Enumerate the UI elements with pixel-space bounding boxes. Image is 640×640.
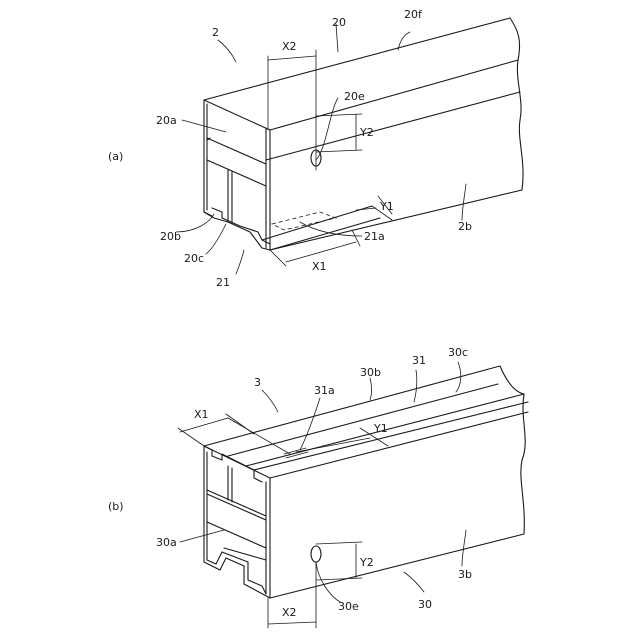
profile-b-break-line	[500, 366, 525, 534]
profile-a-groove-edge	[212, 208, 270, 244]
label-b-dim-x2: X2	[282, 606, 297, 619]
dim-a-x2-line	[268, 56, 316, 60]
profile-b-side-bottom	[270, 534, 524, 598]
leader-b-30e	[316, 562, 340, 602]
panel-a-drawing	[176, 18, 523, 274]
arrow-a-2	[218, 40, 236, 62]
label-b-rail-groove: 30c	[448, 346, 468, 359]
profile-a-web-long	[266, 92, 520, 160]
arrow-b-3	[262, 390, 278, 412]
profile-b-bottom-groove-outer	[212, 558, 270, 598]
panel-b-drawing	[178, 362, 528, 628]
profile-b-web-2	[207, 494, 266, 520]
label-a-hole: 20e	[344, 90, 365, 103]
profile-a-groove-lower	[204, 212, 270, 250]
label-a-assembly: 2	[212, 26, 219, 39]
profile-a-web-1	[207, 138, 266, 164]
profile-b-web-1	[207, 490, 266, 516]
profile-a-top-back-edge	[204, 18, 510, 100]
profile-b-top-back-edge	[204, 366, 500, 446]
profile-b-bottom-groove	[207, 552, 266, 594]
label-a-slot: 21a	[364, 230, 385, 243]
label-b-side: 3b	[458, 568, 472, 581]
label-b-rail-face: 30b	[360, 366, 381, 379]
dim-b-y2-lines	[316, 542, 362, 580]
label-a-face-c: 20c	[184, 252, 204, 265]
label-a-face-a: 20a	[156, 114, 177, 127]
label-b-rail: 31	[412, 354, 426, 367]
profile-b-web-5	[207, 522, 266, 548]
profile-b-top-front-edge	[270, 412, 528, 478]
profile-a-groove-long-1	[262, 206, 372, 240]
label-b-dim-y2: Y2	[359, 556, 374, 569]
label-a-dim-y1: Y1	[379, 200, 394, 213]
profile-a-top-front-edge	[270, 60, 518, 130]
label-b-dim-x1: X1	[194, 408, 209, 421]
profile-b-bottom-web	[224, 548, 266, 560]
label-a-dim-y2: Y2	[359, 126, 374, 139]
arrow-a-21	[236, 250, 244, 274]
leader-a-20e	[316, 98, 338, 160]
profile-a-web-2	[207, 160, 266, 186]
leader-b-30b	[370, 378, 372, 400]
label-b-dim-y1: Y1	[373, 422, 388, 435]
arrow-b-30	[404, 572, 424, 592]
leader-a-2b	[462, 184, 466, 220]
dim-b-x1-lines	[178, 414, 254, 446]
profile-b-hole	[311, 546, 321, 562]
label-a-face-b: 20b	[160, 230, 181, 243]
label-b-tag: (b)	[108, 500, 124, 513]
label-b-face-a: 30a	[156, 536, 177, 549]
profile-a-top-end-edge	[204, 100, 270, 130]
label-a-dim-x1: X1	[312, 260, 327, 273]
leader-b-31a	[300, 398, 320, 450]
label-a-face-top: 20f	[404, 8, 423, 21]
label-a-tag: (a)	[108, 150, 123, 163]
label-a-part: 20	[332, 16, 346, 29]
label-b-assembly: 3	[254, 376, 261, 389]
label-a-dim-x2: X2	[282, 40, 297, 53]
dim-b-x1-ext	[228, 418, 290, 454]
leader-a-20b	[176, 214, 214, 232]
leader-b-31	[414, 370, 417, 402]
leader-b-30a	[180, 530, 224, 542]
profile-b-end-left	[204, 446, 212, 566]
leader-b-3b	[462, 530, 466, 566]
label-a-groove: 21	[216, 276, 230, 289]
profile-a-end-left	[204, 100, 212, 216]
label-a-side: 2b	[458, 220, 472, 233]
leader-a-20c	[206, 224, 226, 254]
profile-a-break-line	[510, 18, 523, 190]
label-b-hole: 30e	[338, 600, 359, 613]
profile-a-side-bottom	[270, 190, 522, 250]
label-b-slot: 31a	[314, 384, 335, 397]
label-b-part: 30	[418, 598, 432, 611]
